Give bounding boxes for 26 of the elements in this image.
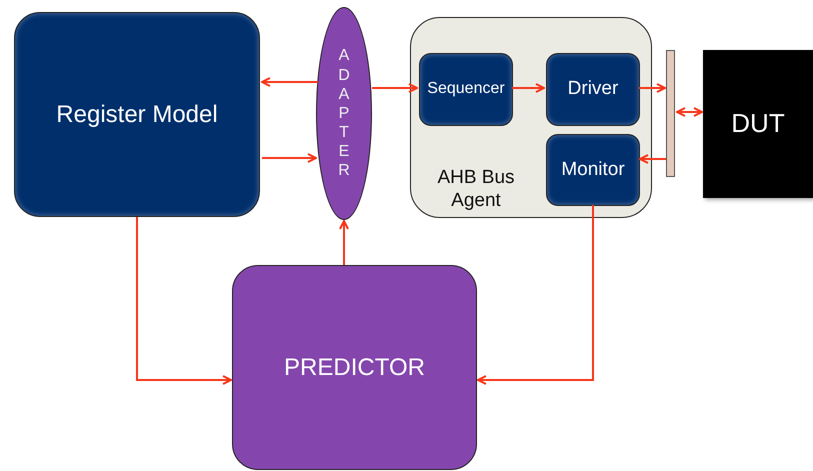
arrow	[372, 83, 418, 93]
arrow	[639, 83, 666, 93]
arrow	[512, 83, 545, 93]
agent-container	[410, 17, 652, 218]
monitor-box	[546, 134, 640, 206]
arrow	[136, 217, 232, 385]
arrow	[676, 107, 703, 117]
arrow	[261, 77, 318, 87]
node-label: Register Model	[56, 100, 218, 130]
node-label: Driver	[568, 77, 618, 102]
driver-box	[546, 53, 640, 126]
node-label: Monitor	[561, 158, 625, 182]
dut-box	[703, 50, 813, 198]
arrow	[477, 205, 594, 385]
node-label: DUT	[731, 107, 785, 140]
arrow	[262, 153, 317, 163]
node-label: PREDICTOR	[284, 352, 425, 383]
node-label: AHB Bus Agent	[436, 167, 516, 213]
sequencer-box	[419, 53, 513, 126]
register-model-box	[14, 12, 260, 217]
node-label: Sequencer	[427, 79, 505, 100]
node-label: ADAPTER	[337, 46, 351, 181]
arrow	[639, 154, 666, 164]
interface-bar	[666, 50, 675, 177]
predictor-box	[232, 265, 477, 470]
arrow	[339, 220, 349, 265]
